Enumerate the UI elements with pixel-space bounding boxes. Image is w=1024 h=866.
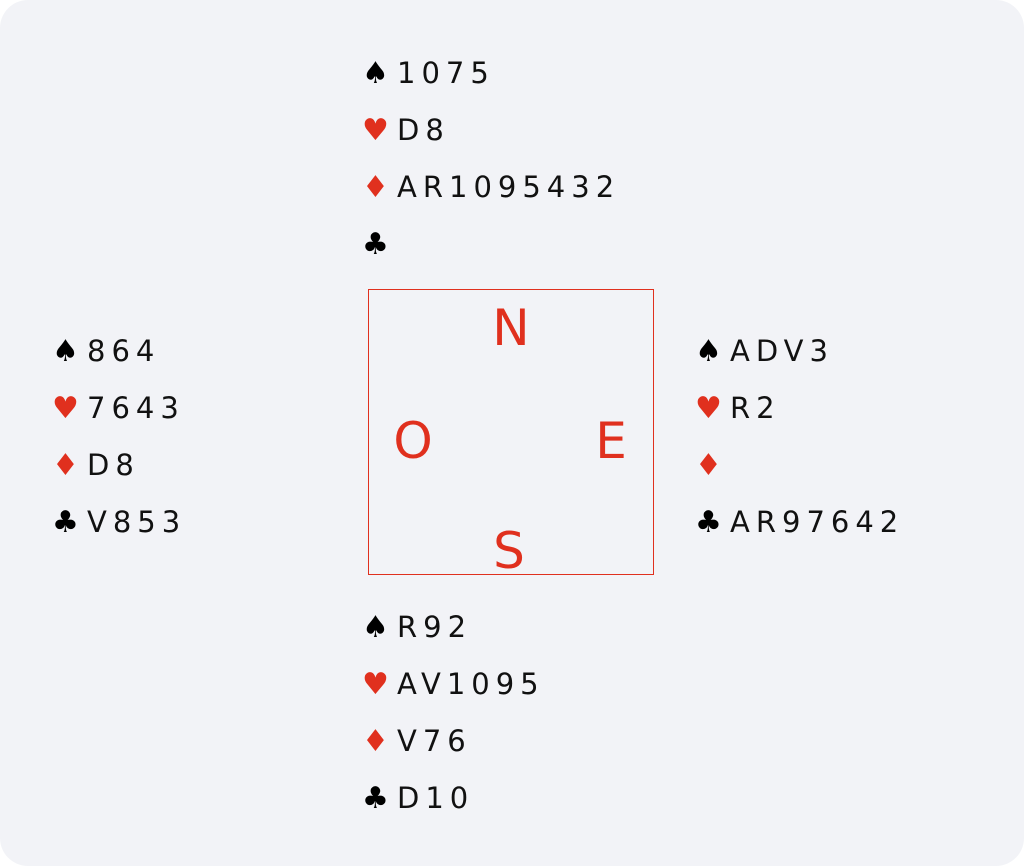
west-diamonds-cards: D8	[87, 448, 140, 482]
north-clubs-row: ♣	[362, 216, 620, 273]
compass-west: O	[393, 412, 433, 470]
south-spades-cards: R92	[397, 610, 473, 644]
club-icon: ♣	[52, 504, 79, 540]
heart-icon: ♥	[362, 666, 389, 702]
compass-table: N O E S	[368, 289, 654, 580]
spade-icon: ♠	[362, 609, 389, 645]
club-icon: ♣	[362, 780, 389, 816]
east-hearts-cards: R2	[730, 391, 781, 425]
south-clubs-cards: D10	[397, 781, 475, 815]
west-diamonds-row: ♦D8	[52, 437, 186, 494]
east-clubs-cards: AR97642	[730, 505, 905, 539]
south-diamonds-row: ♦V76	[362, 713, 545, 770]
west-clubs-row: ♣V853	[52, 494, 186, 551]
compass-north: N	[492, 299, 530, 357]
club-icon: ♣	[362, 226, 389, 262]
heart-icon: ♥	[362, 112, 389, 148]
heart-icon: ♥	[52, 390, 79, 426]
north-spades-row: ♠1075	[362, 45, 620, 102]
east-spades-row: ♠ADV3	[695, 323, 904, 380]
hand-east: ♠ADV3♥R2♦♣AR97642	[695, 323, 904, 551]
diamond-icon: ♦	[362, 723, 389, 759]
north-hearts-cards: D8	[397, 113, 450, 147]
west-hearts-row: ♥7643	[52, 380, 186, 437]
west-spades-cards: 864	[87, 334, 161, 368]
east-diamonds-row: ♦	[695, 437, 904, 494]
north-diamonds-cards: AR1095432	[397, 170, 621, 204]
north-spades-cards: 1075	[397, 56, 495, 90]
compass-south: S	[493, 522, 525, 580]
heart-icon: ♥	[695, 390, 722, 426]
west-clubs-cards: V853	[87, 505, 187, 539]
north-diamonds-row: ♦AR1095432	[362, 159, 620, 216]
south-hearts-cards: AV1095	[397, 667, 545, 701]
east-hearts-row: ♥R2	[695, 380, 904, 437]
diamond-icon: ♦	[695, 447, 722, 483]
east-spades-cards: ADV3	[730, 334, 834, 368]
east-clubs-row: ♣AR97642	[695, 494, 904, 551]
south-spades-row: ♠R92	[362, 599, 545, 656]
club-icon: ♣	[695, 504, 722, 540]
south-clubs-row: ♣D10	[362, 770, 545, 827]
south-hearts-row: ♥AV1095	[362, 656, 545, 713]
hand-south: ♠R92♥AV1095♦V76♣D10	[362, 599, 545, 827]
north-hearts-row: ♥D8	[362, 102, 620, 159]
spade-icon: ♠	[362, 55, 389, 91]
diamond-icon: ♦	[362, 169, 389, 205]
spade-icon: ♠	[52, 333, 79, 369]
diamond-icon: ♦	[52, 447, 79, 483]
south-diamonds-cards: V76	[397, 724, 472, 758]
west-hearts-cards: 7643	[87, 391, 185, 425]
compass-east: E	[595, 412, 627, 470]
hand-west: ♠864♥7643♦D8♣V853	[52, 323, 186, 551]
west-spades-row: ♠864	[52, 323, 186, 380]
hand-north: ♠1075♥D8♦AR1095432♣	[362, 45, 620, 273]
spade-icon: ♠	[695, 333, 722, 369]
